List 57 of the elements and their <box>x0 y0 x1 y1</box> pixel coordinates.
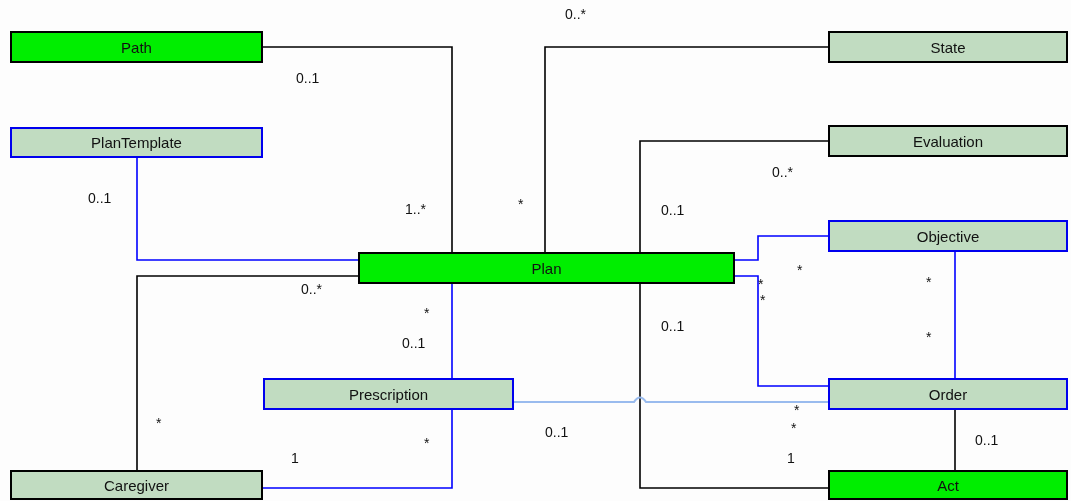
class-name: Objective <box>916 227 980 245</box>
multiplicity-label: * <box>424 435 430 451</box>
multiplicity-label: * <box>758 276 764 292</box>
class-box <box>828 125 1068 157</box>
multiplicity-label: 0..1 <box>975 432 999 448</box>
multiplicity-label: * <box>797 262 803 278</box>
association-line <box>136 157 359 261</box>
association-line <box>451 283 453 379</box>
multiplicity-label: 1 <box>787 450 795 466</box>
association-line <box>639 283 829 489</box>
class-name: PlanTemplate <box>91 134 182 151</box>
multiplicity-label: 1..* <box>405 201 426 217</box>
multiplicity-label: * <box>760 292 766 308</box>
class-box <box>828 220 1068 252</box>
association-line <box>954 251 956 379</box>
multiplicity-label: * <box>518 196 524 212</box>
class-name: Evaluation <box>912 132 984 150</box>
class-box <box>10 127 263 158</box>
multiplicity-label: * <box>156 415 162 431</box>
multiplicity-label: 1 <box>291 450 299 466</box>
class-name: Prescription <box>348 385 429 403</box>
class-box <box>828 378 1068 410</box>
class-name: Plan <box>531 259 562 277</box>
association-line <box>639 140 829 253</box>
class-box <box>263 378 514 410</box>
class-name: Act <box>937 476 959 494</box>
multiplicity-label: * <box>794 402 800 418</box>
class-name: State <box>930 38 966 56</box>
association-line <box>544 46 829 253</box>
multiplicity-label: 0..1 <box>661 318 685 334</box>
class-box <box>358 252 735 284</box>
multiplicity-label: * <box>424 305 430 321</box>
multiplicity-label: * <box>791 420 797 436</box>
association-line <box>954 409 956 471</box>
association-line <box>734 275 829 387</box>
multiplicity-label: 0..1 <box>545 424 569 440</box>
class-box <box>828 31 1068 63</box>
multiplicity-label: 0..1 <box>88 190 112 206</box>
multiplicity-label: * <box>926 329 932 345</box>
association-line <box>262 46 453 253</box>
class-box <box>10 31 263 63</box>
multiplicity-label: * <box>926 274 932 290</box>
class-name: Path <box>121 38 152 56</box>
class-name: Caregiver <box>104 476 169 494</box>
association-line <box>514 396 828 404</box>
association-line <box>262 409 453 489</box>
multiplicity-label: 0..1 <box>661 202 685 218</box>
class-box <box>828 470 1068 500</box>
multiplicity-label: 0..1 <box>402 335 426 351</box>
association-line <box>136 275 359 471</box>
class-box <box>10 470 263 500</box>
multiplicity-label: 0..* <box>301 281 322 297</box>
multiplicity-label: 0..1 <box>296 70 320 86</box>
association-line <box>734 235 829 261</box>
multiplicity-label: 0..* <box>772 164 793 180</box>
class-name: Order <box>928 385 968 403</box>
multiplicity-label: 0..* <box>565 6 586 22</box>
